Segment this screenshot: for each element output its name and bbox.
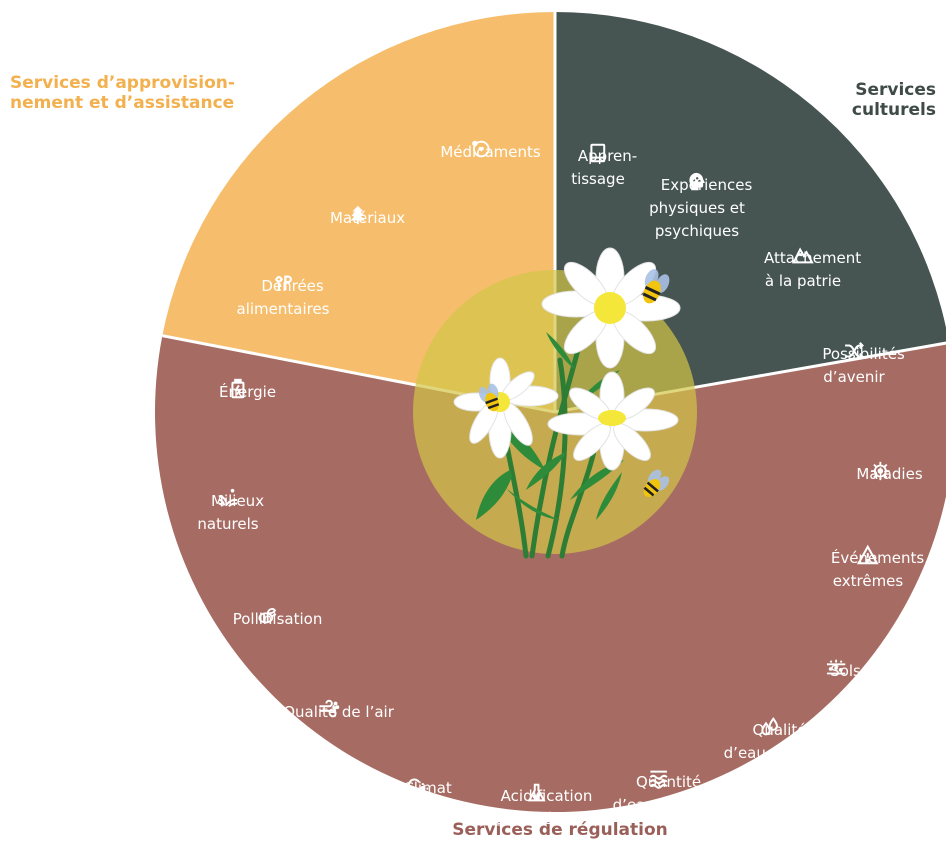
regulation-title: Services de régulation: [452, 820, 668, 840]
item-possibilites: Possibilités d’avenir: [803, 248, 905, 412]
item-label: Pollinisation: [232, 610, 323, 628]
item-label: Milieux naturels: [197, 492, 265, 533]
item-pollinisation: Pollinisation: [214, 513, 323, 654]
item-materiaux: Matériaux: [311, 112, 405, 253]
item-acidification: Acidification des océans: [482, 690, 593, 854]
battery-icon: [227, 332, 249, 399]
mountain-icon: [792, 198, 814, 264]
regulation-sector: [155, 335, 946, 812]
item-qualite-air: Qualité de l’air: [264, 606, 394, 747]
item-climat: Climat: [384, 682, 452, 823]
item-label: Maladies: [856, 465, 923, 483]
item-label: Médicaments: [440, 143, 541, 161]
item-label: Possibilités d’avenir: [822, 345, 905, 386]
item-label: Expériences physiques et psychiques: [649, 176, 753, 240]
item-apprentissage: Appren- tissage: [559, 50, 637, 214]
cultural-title: Services culturels: [851, 80, 936, 120]
item-maladies: Maladies: [837, 368, 923, 509]
item-qualite-eau: Qualité d’eau douce: [723, 624, 817, 788]
warning-icon: [857, 498, 879, 565]
bee-icon: [257, 559, 279, 624]
item-quantite-eau: Quantité d’eau douce: [612, 676, 706, 840]
item-attachement: Attachement à la patrie: [745, 152, 861, 316]
item-label: Qualité de l’air: [283, 703, 394, 721]
item-label: Matériaux: [329, 209, 406, 227]
virus-icon: [869, 414, 891, 481]
item-label: Quantité d’eau douce: [612, 773, 706, 814]
item-sols: Sols: [811, 565, 861, 706]
habitat-icon: [217, 441, 239, 507]
item-label: Attachement à la patrie: [763, 249, 862, 290]
medicine-icon: [470, 92, 492, 158]
item-label: Qualité d’eau douce: [723, 721, 817, 762]
drops-icon: [759, 670, 781, 736]
bee-illustration: [642, 269, 670, 304]
item-label: Acidification des océans: [494, 787, 593, 828]
climate-icon: [407, 728, 429, 795]
head-icon: [686, 125, 708, 191]
item-milieux: Milieux naturels: [192, 395, 264, 559]
item-medicaments: Médicaments: [421, 46, 541, 187]
food-icon: [272, 226, 294, 291]
waves-icon: [648, 722, 670, 789]
item-denrees: Denrées alimentaires: [237, 180, 330, 344]
item-label: Climat: [403, 779, 452, 797]
item-label: Énergie: [219, 383, 277, 401]
item-label: Denrées alimentaires: [236, 277, 330, 318]
provisioning-title: Services d’approvision- nement et d’assi…: [10, 73, 235, 113]
item-energie: Énergie: [200, 286, 276, 427]
bee-illustration: [478, 383, 500, 412]
wind-icon: [318, 652, 340, 718]
shuffle-icon: [843, 294, 865, 360]
item-label: Événements extrêmes: [830, 549, 925, 590]
flowers-illustration: [453, 247, 681, 559]
item-label: Sols: [830, 662, 861, 680]
item-evenements: Événements extrêmes: [812, 452, 924, 616]
flask-icon: [526, 736, 548, 802]
item-experiences: Expériences physiques et psychiques: [642, 79, 753, 266]
book-icon: [587, 96, 609, 163]
tree-icon: [347, 158, 369, 225]
bee-illustration: [643, 469, 670, 497]
item-label: Appren- tissage: [571, 147, 638, 188]
